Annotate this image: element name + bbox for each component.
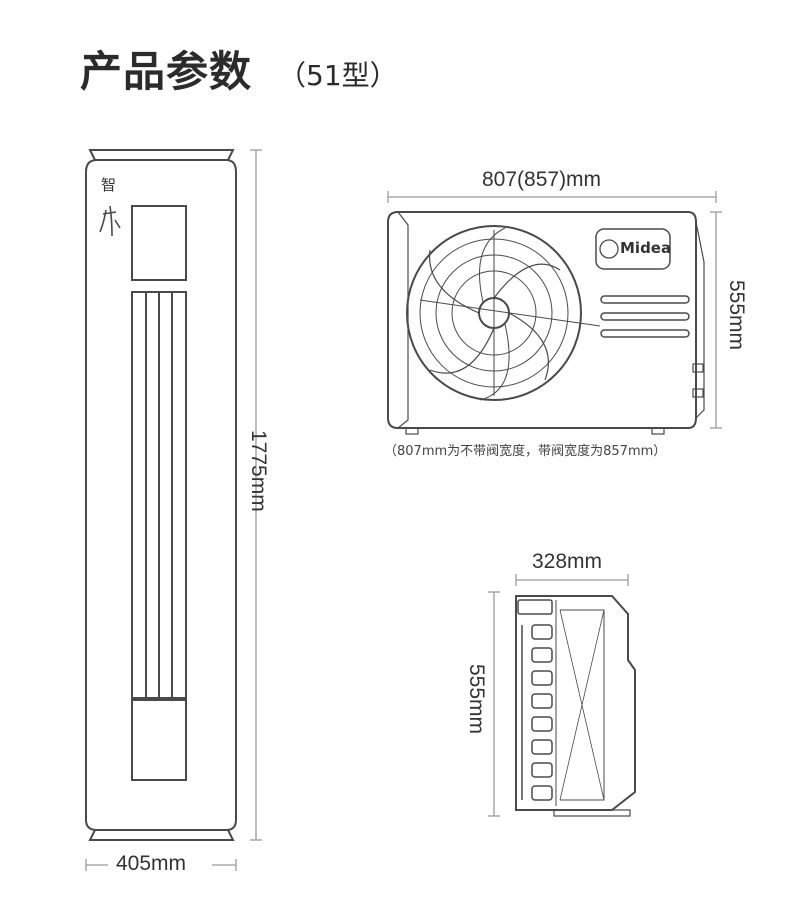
outdoor-side-depth-label: 328mm xyxy=(532,550,603,573)
indoor-unit-drawing xyxy=(85,149,237,841)
outdoor-front-width-label: 807(857)mm xyxy=(482,168,602,191)
outdoor-unit-front-drawing xyxy=(387,211,705,435)
outdoor-unit-side-drawing xyxy=(515,595,636,817)
indoor-logo-mark: 智行 xyxy=(101,176,117,194)
midea-logo: Midea xyxy=(620,239,672,257)
outdoor-side-height-label: 555mm xyxy=(465,664,488,735)
outdoor-front-height-label: 555mm xyxy=(725,280,748,351)
model-subtitle: （51型） xyxy=(278,59,398,92)
valve-width-note: （807mm为不带阀宽度，带阀宽度为857mm） xyxy=(384,444,667,459)
indoor-width-label: 405mm xyxy=(116,852,187,875)
indoor-height-label: 1775mm xyxy=(247,430,270,512)
page-title: 产品参数 xyxy=(80,47,253,96)
